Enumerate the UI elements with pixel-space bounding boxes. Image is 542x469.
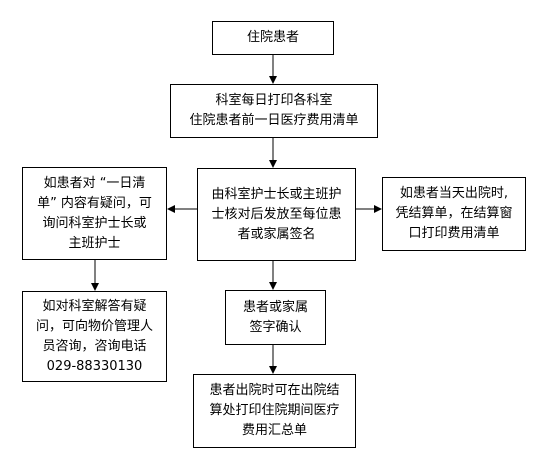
node-price-consult-line-3: 员咨询，咨询电话: [42, 338, 147, 354]
node-doubt-ask-nurse: 如患者对 “一日清 单” 内容有疑问，可 询问科室护士长或 主班护士: [22, 167, 167, 260]
node-inpatient: 住院患者: [212, 21, 334, 55]
node-print-daily-list: 科室每日打印各科室 住院患者前一日医疗费用清单: [170, 84, 378, 138]
node-price-consult-phone: 029-88330130: [46, 358, 143, 374]
node-summary-print-line-1: 患者出院时可在出院结: [209, 383, 340, 398]
node-print-daily-list-line-2: 住院患者前一日医疗费用清单: [189, 113, 359, 128]
node-inpatient-line-1: 住院患者: [246, 30, 299, 45]
node-summary-print-line-3: 费用汇总单: [241, 423, 307, 438]
node-sign-confirm-line-2: 签字确认: [249, 319, 302, 335]
node-doubt-ask-nurse-line-1: 如患者对 “一日清: [43, 175, 146, 191]
node-discharge-today-line-2: 凭结算单，在结算窗: [395, 206, 513, 221]
node-nurse-check-sign-line-3: 者或家属签名: [237, 226, 316, 242]
node-nurse-check-sign-line-1: 由科室护士长或主班护: [211, 186, 342, 202]
node-print-daily-list-line-1: 科室每日打印各科室: [215, 93, 333, 108]
node-summary-print: 患者出院时可在出院结 算处打印住院期间医疗 费用汇总单: [193, 374, 356, 448]
node-price-consult: 如对科室解答有疑 问，可向物价管理人 员咨询，咨询电话 029-88330130: [22, 291, 167, 382]
node-discharge-today-line-1: 如患者当天出院时,: [399, 186, 509, 201]
node-price-consult-line-1: 如对科室解答有疑: [42, 298, 147, 314]
node-summary-print-line-2: 算处打印住院期间医疗: [209, 403, 340, 418]
node-doubt-ask-nurse-line-3: 询问科室护士长或: [42, 215, 147, 231]
node-price-consult-line-2: 问，可向物价管理人: [35, 318, 153, 334]
node-nurse-check-sign: 由科室护士长或主班护 士核对后发放至每位患 者或家属签名: [197, 168, 356, 261]
node-discharge-today: 如患者当天出院时, 凭结算单，在结算窗 口打印费用清单: [382, 177, 526, 251]
node-nurse-check-sign-line-2: 士核对后发放至每位患: [211, 206, 342, 222]
node-sign-confirm-line-1: 患者或家属: [242, 299, 308, 315]
node-doubt-ask-nurse-line-2: 单” 内容有疑问，可: [37, 195, 152, 211]
node-discharge-today-line-3: 口打印费用清单: [408, 226, 500, 241]
node-sign-confirm: 患者或家属 签字确认: [225, 290, 326, 345]
node-doubt-ask-nurse-line-4: 主班护士: [68, 235, 121, 251]
